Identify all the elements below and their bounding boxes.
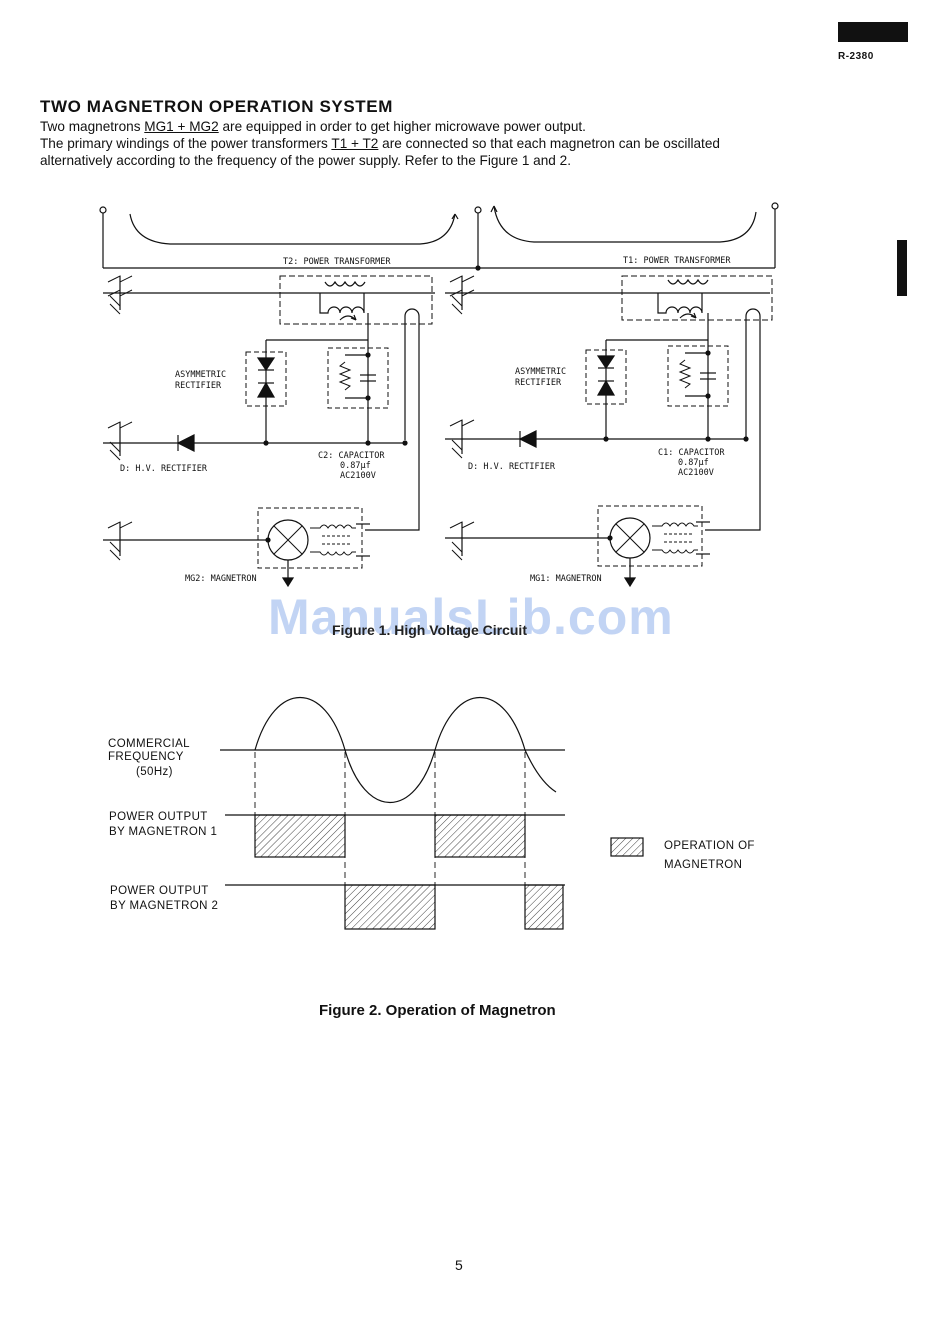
mg2-operation-block-2 (524, 884, 564, 930)
circuit-t2 (103, 275, 435, 588)
label-frequency: FREQUENCY (108, 751, 184, 763)
label-mg2: MG2: MAGNETRON (185, 574, 257, 584)
label-cap-t1-a: C1: CAPACITOR (658, 448, 725, 458)
primary-coil-t2 (324, 280, 366, 287)
supply-arc-left (129, 213, 456, 245)
model-number: R-2380 (838, 51, 874, 62)
hv-rectifier-diode-t1 (518, 430, 537, 448)
capacitor-box-t2 (327, 347, 389, 409)
label-by-magnetron-1: BY MAGNETRON 1 (109, 826, 217, 838)
circuit-t1 (445, 275, 773, 588)
legend-label-2: MAGNETRON (664, 859, 742, 871)
magnetron-mg1-box (597, 505, 703, 567)
label-cap-t2-c: AC2100V (340, 471, 376, 481)
mg2-operation-block-1 (344, 884, 436, 930)
primary-coil-t1 (667, 278, 709, 285)
figure-1-caption: Figure 1. High Voltage Circuit (332, 622, 527, 638)
secondary-coil-t2 (319, 293, 365, 314)
legend-hatch-swatch (610, 837, 644, 857)
legend-label-1: OPERATION OF (664, 840, 755, 852)
label-50hz: (50Hz) (136, 766, 173, 778)
label-cap-t2-a: C2: CAPACITOR (318, 451, 385, 461)
section-title: TWO MAGNETRON OPERATION SYSTEM (40, 97, 393, 116)
label-commercial: COMMERCIAL (108, 738, 190, 750)
label-by-magnetron-2: BY MAGNETRON 2 (110, 900, 218, 912)
high-voltage-circuit-diagram: T2: POWER TRANSFORMER ASYMMETRIC RECTIFI… (99, 202, 779, 588)
label-cap-t2-b: 0.87μf (340, 461, 371, 471)
label-hv-rect-t2: D: H.V. RECTIFIER (120, 464, 208, 474)
paragraph-line-3: alternatively according to the frequency… (40, 153, 571, 168)
label-asym-rect-t2-b: RECTIFIER (175, 381, 222, 391)
label-t1-transformer: T1: POWER TRANSFORMER (623, 256, 731, 266)
mg1-operation-block-2 (434, 814, 526, 858)
page-number: 5 (455, 1257, 463, 1273)
magnetron-mg2-box (257, 507, 363, 569)
transformer-t2-box (279, 275, 433, 325)
label-asym-rect-t1-a: ASYMMETRIC (515, 367, 566, 377)
label-power-output-2: POWER OUTPUT (110, 885, 209, 897)
watermark: ManualsLib.com (268, 589, 674, 645)
label-hv-rect-t1: D: H.V. RECTIFIER (468, 462, 556, 472)
label-asym-rect-t1-b: RECTIFIER (515, 378, 562, 388)
supply-arc-right (493, 205, 757, 243)
capacitor-box-t1 (667, 345, 729, 407)
label-cap-t1-c: AC2100V (678, 468, 714, 478)
label-asym-rect-t2-a: ASYMMETRIC (175, 370, 226, 380)
transformer-t1-box (621, 275, 773, 321)
mg1-operation-block-1 (254, 814, 346, 858)
label-cap-t1-b: 0.87μf (678, 458, 709, 468)
paragraph-line-2: The primary windings of the power transf… (40, 136, 720, 151)
corner-marker (838, 22, 908, 42)
hv-rectifier-diode-t2 (176, 434, 195, 452)
side-tab-marker (897, 240, 907, 296)
secondary-coil-t1 (657, 293, 703, 314)
commercial-frequency-sine (254, 696, 557, 804)
label-t2-transformer: T2: POWER TRANSFORMER (283, 257, 391, 267)
label-power-output-1: POWER OUTPUT (109, 811, 208, 823)
paragraph-line-1: Two magnetrons MG1 + MG2 are equipped in… (40, 119, 586, 134)
label-mg1: MG1: MAGNETRON (530, 574, 602, 584)
figure-2-caption: Figure 2. Operation of Magnetron (319, 1002, 556, 1019)
